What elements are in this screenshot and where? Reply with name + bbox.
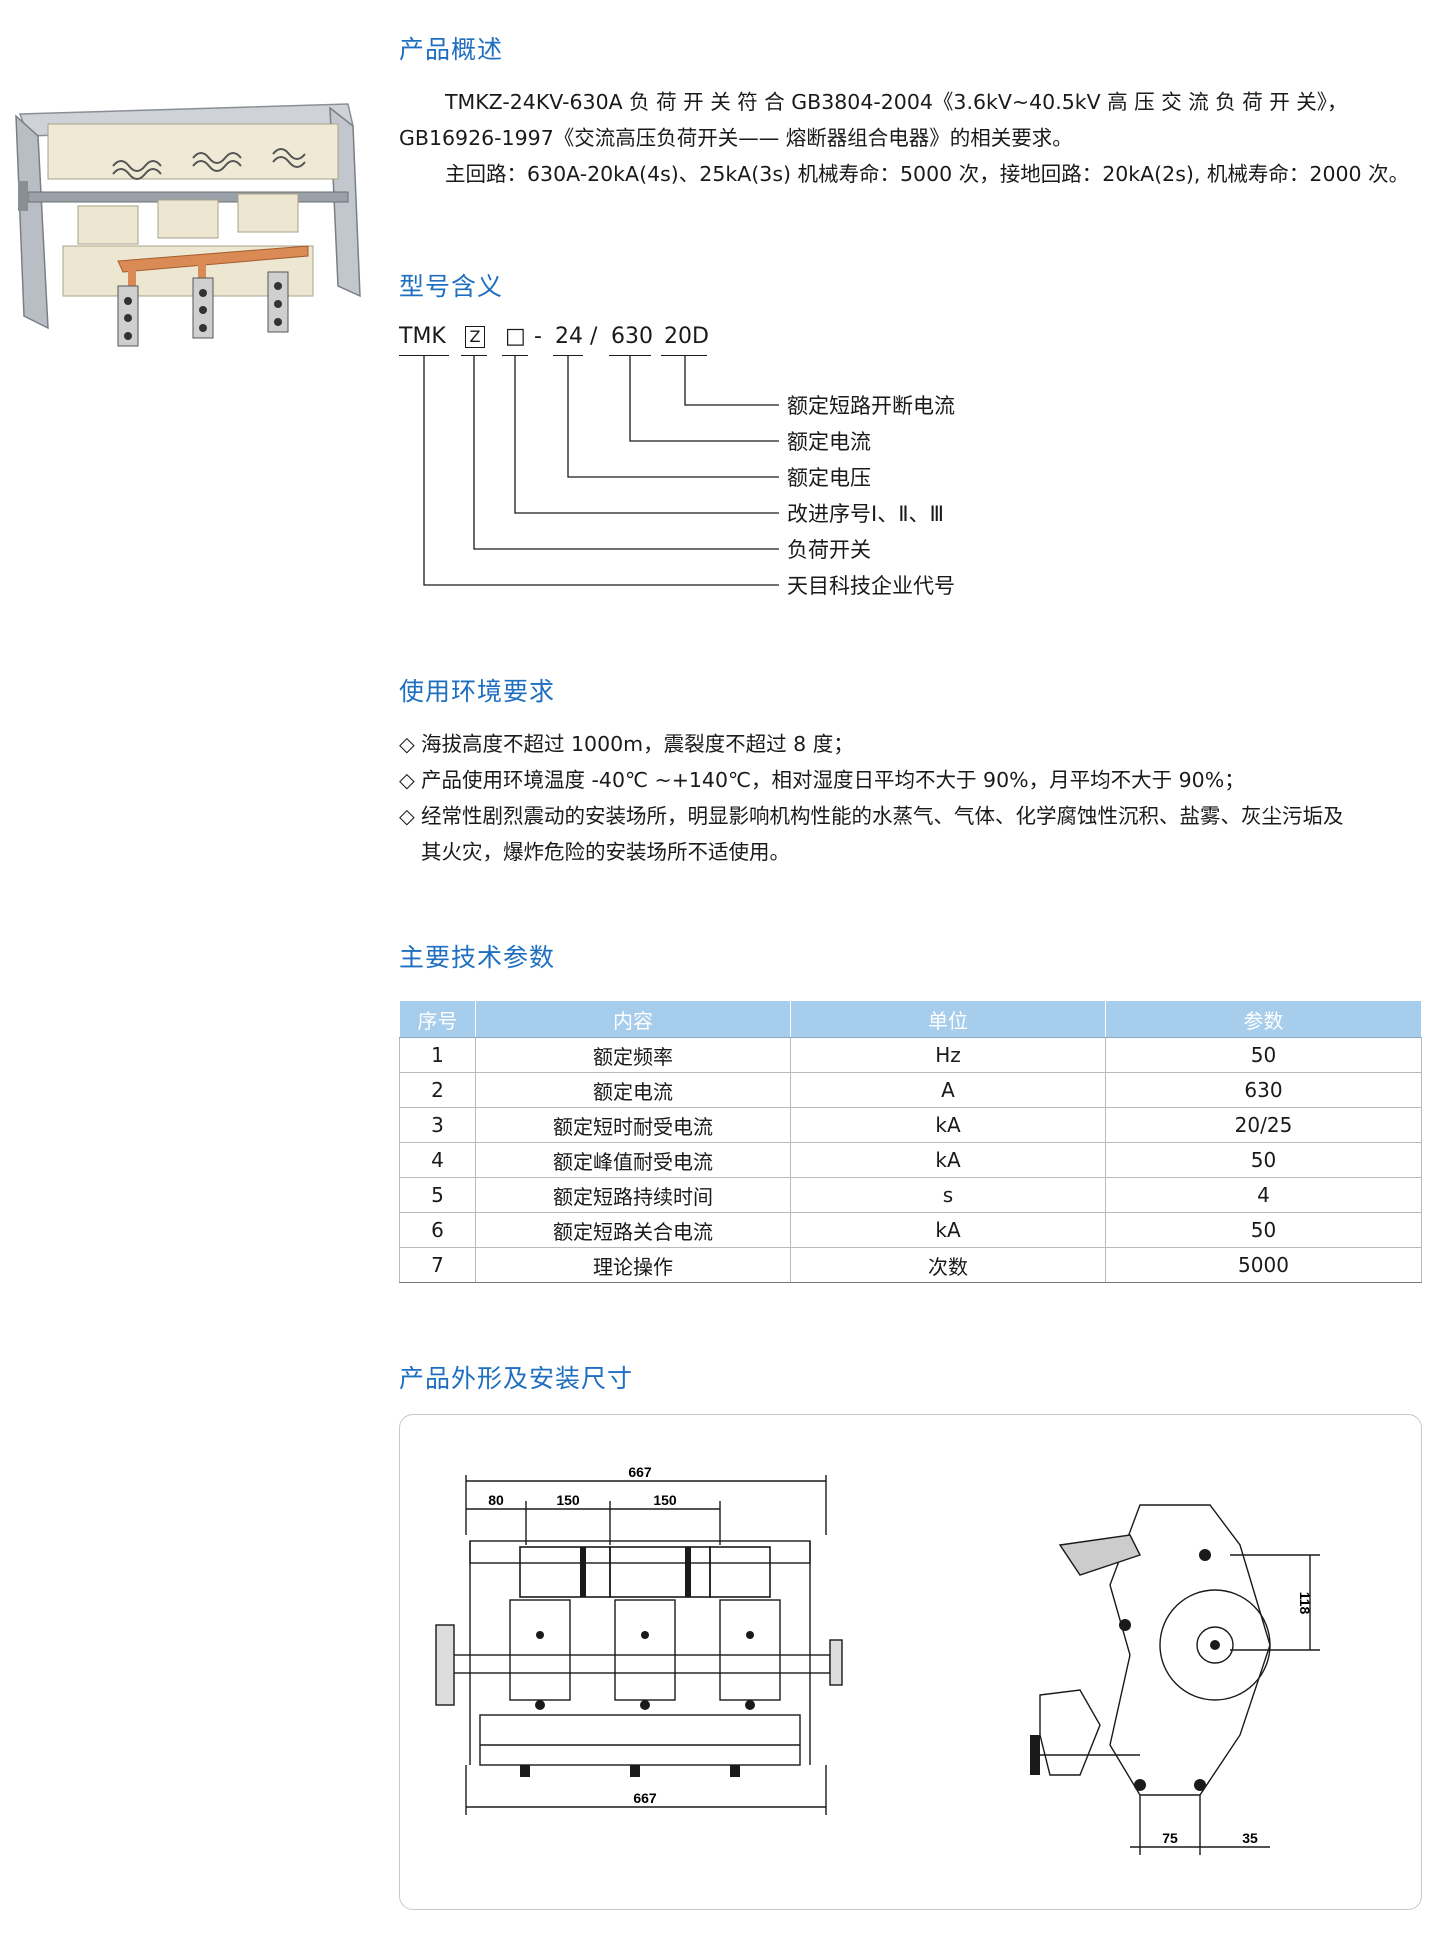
front-view-drawing: 667 80 150 150 667: [435, 1465, 843, 1815]
cell-unit: Hz: [790, 1037, 1106, 1073]
table-row: 5 额定短路持续时间 s 4: [399, 1177, 1422, 1213]
environment-item: ◇海拔高度不超过 1000m，震裂度不超过 8 度；: [399, 726, 1344, 762]
cell-unit: kA: [790, 1212, 1106, 1248]
header-no: 序号: [399, 1000, 476, 1038]
dim-side-height: 118: [1297, 1592, 1313, 1615]
model-part-slash: /: [590, 324, 598, 349]
environment-item: ◇产品使用环境温度 -40℃ ~+140℃，相对湿度日平均不大于 90%，月平均…: [399, 762, 1344, 798]
dim-overall-top: 667: [628, 1465, 652, 1480]
model-part-current: 630: [611, 324, 653, 349]
cell-content: 额定电流: [475, 1072, 791, 1108]
cell-content: 额定短时耐受电流: [475, 1107, 791, 1143]
model-part-tmk: TMK: [399, 324, 446, 349]
model-part-breaking: 20D: [664, 324, 709, 349]
cell-no: 4: [399, 1142, 476, 1178]
cell-value: 50: [1105, 1037, 1422, 1073]
header-content: 内容: [475, 1000, 791, 1038]
table-row: 6 额定短路关合电流 kA 50: [399, 1212, 1422, 1248]
cell-value: 20/25: [1105, 1107, 1422, 1143]
dim-side-bottom-right: 35: [1242, 1830, 1258, 1846]
section-title-params: 主要技术参数: [399, 943, 556, 972]
side-view-drawing: 118 75 35: [1030, 1504, 1320, 1855]
cell-unit: s: [790, 1177, 1106, 1213]
cell-no: 7: [399, 1247, 476, 1283]
diamond-bullet-icon: ◇: [399, 768, 415, 792]
model-meaning-2: 额定电流: [787, 430, 871, 454]
cell-unit: A: [790, 1072, 1106, 1108]
header-value: 参数: [1105, 1000, 1422, 1038]
section-title-outline: 产品外形及安装尺寸: [399, 1364, 634, 1393]
table-row: 3 额定短时耐受电流 kA 20/25: [399, 1107, 1422, 1143]
cell-no: 1: [399, 1037, 476, 1073]
overview-line-2: GB16926-1997《交流高压负荷开关—— 熔断器组合电器》的相关要求。: [399, 126, 1073, 150]
model-meaning-5: 负荷开关: [787, 538, 871, 562]
dim-top-1: 80: [488, 1492, 504, 1508]
model-meaning-6: 天目科技企业代号: [787, 574, 955, 598]
dim-side-bottom-left: 75: [1162, 1830, 1178, 1846]
spec-table: 序号 内容 单位 参数 1 额定频率 Hz 50 2 额定电流 A 630 3 …: [399, 1000, 1422, 1283]
table-row: 2 额定电流 A 630: [399, 1072, 1422, 1108]
overview-line-1: TMKZ-24KV-630A 负 荷 开 关 符 合 GB3804-2004《3…: [445, 90, 1348, 114]
cell-unit: 次数: [790, 1247, 1106, 1283]
model-meaning-4: 改进序号Ⅰ、Ⅱ、Ⅲ: [787, 502, 945, 526]
table-row: 1 额定频率 Hz 50: [399, 1037, 1422, 1073]
cell-no: 6: [399, 1212, 476, 1248]
cell-content: 额定短路持续时间: [475, 1177, 791, 1213]
section-title-overview: 产品概述: [399, 35, 504, 64]
section-title-environment: 使用环境要求: [399, 677, 556, 706]
diamond-bullet-icon: ◇: [399, 732, 415, 756]
header-unit: 单位: [790, 1000, 1106, 1038]
cell-no: 3: [399, 1107, 476, 1143]
model-part-blank: □: [505, 324, 526, 349]
dim-top-2: 150: [556, 1492, 580, 1508]
dim-top-3: 150: [653, 1492, 677, 1508]
model-meaning-1: 额定短路开断电流: [787, 394, 955, 418]
model-part-z: Z: [465, 324, 485, 349]
dim-overall-bottom: 667: [633, 1790, 657, 1806]
cell-content: 理论操作: [475, 1247, 791, 1283]
cell-value: 50: [1105, 1142, 1422, 1178]
environment-item: ◇经常性剧烈震动的安装场所，明显影响机构性能的水蒸气、气体、化学腐蚀性沉积、盐雾…: [399, 798, 1344, 834]
product-photo: [15, 103, 361, 347]
model-meaning-3: 额定电压: [787, 466, 871, 490]
environment-list: ◇海拔高度不超过 1000m，震裂度不超过 8 度； ◇产品使用环境温度 -40…: [399, 726, 1344, 870]
cell-value: 50: [1105, 1212, 1422, 1248]
environment-item-continuation: 其火灾，爆炸危险的安装场所不适使用。: [421, 840, 790, 864]
cell-content: 额定峰值耐受电流: [475, 1142, 791, 1178]
model-part-dash: -: [534, 324, 542, 349]
model-part-voltage: 24: [555, 324, 583, 349]
section-title-model: 型号含义: [399, 272, 504, 301]
table-row: 4 额定峰值耐受电流 kA 50: [399, 1142, 1422, 1178]
cell-value: 5000: [1105, 1247, 1422, 1283]
cell-content: 额定短路关合电流: [475, 1212, 791, 1248]
outline-drawing-frame: 667 80 150 150 667 118: [399, 1414, 1422, 1910]
cell-value: 630: [1105, 1072, 1422, 1108]
overview-line-3: 主回路：630A-20kA(4s)、25kA(3s) 机械寿命：5000 次，接…: [445, 162, 1410, 186]
cell-no: 5: [399, 1177, 476, 1213]
table-row: 7 理论操作 次数 5000: [399, 1247, 1422, 1283]
cell-unit: kA: [790, 1107, 1106, 1143]
cell-value: 4: [1105, 1177, 1422, 1213]
model-connector-lines: [423, 355, 779, 586]
table-header-row: 序号 内容 单位 参数: [399, 1000, 1422, 1038]
diamond-bullet-icon: ◇: [399, 804, 415, 828]
cell-content: 额定频率: [475, 1037, 791, 1073]
cell-no: 2: [399, 1072, 476, 1108]
cell-unit: kA: [790, 1142, 1106, 1178]
